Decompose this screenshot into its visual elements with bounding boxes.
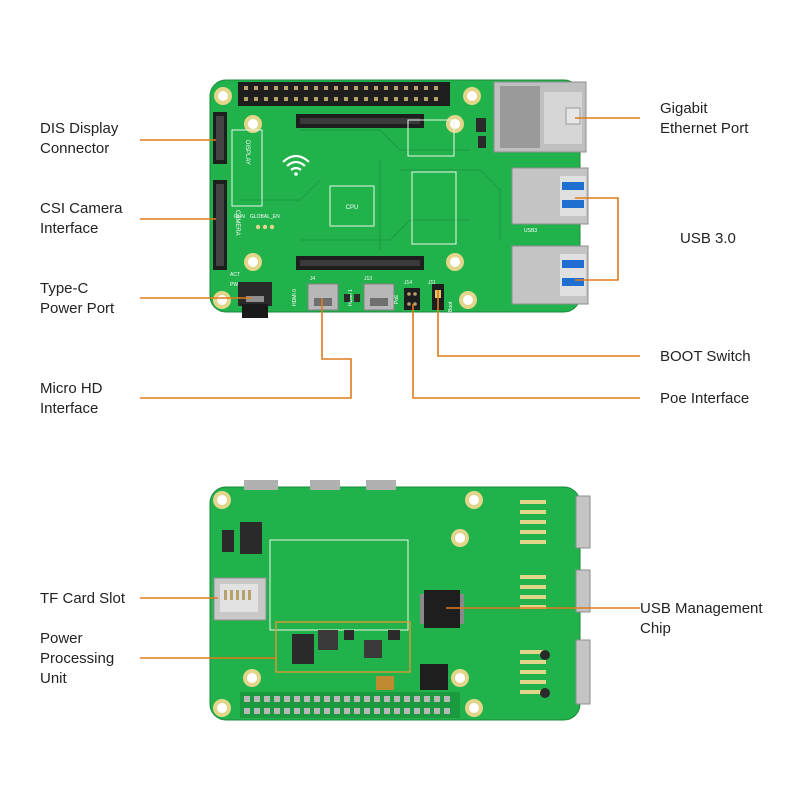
silk-boot: Boot — [448, 301, 454, 312]
cpu-area: CPU — [329, 185, 375, 227]
leader-lines — [140, 117, 640, 659]
silk-pwr: PWR — [230, 282, 242, 288]
micro-hd-port-1 — [363, 283, 395, 311]
label-poe-interface: Poe Interface — [660, 390, 750, 407]
gpio-header — [238, 82, 450, 106]
silk-j11: J11 — [428, 280, 436, 286]
wifi-icon — [282, 154, 310, 176]
silk-j4: J4 — [310, 276, 316, 282]
usb3-lower-port — [511, 245, 589, 305]
power-processing-unit — [275, 621, 411, 673]
leader-boot — [437, 290, 640, 357]
silk-usb3: USB3 — [524, 228, 537, 234]
type-c-port — [238, 282, 272, 318]
silk-run: RUN — [234, 214, 245, 220]
top-board: DISPLAY CAMERA CPU RUN GLOBAL_EN — [209, 79, 589, 318]
gpio-pins-bottom — [240, 692, 460, 718]
silk-hdmi0: HDMI 0 — [292, 289, 298, 306]
silk-j14: J14 — [404, 280, 412, 286]
mounting-hole — [213, 491, 483, 717]
tf-card-slot — [213, 577, 267, 621]
label-tf-card-slot: TF Card Slot — [40, 590, 126, 607]
silk-display: DISPLAY — [244, 140, 250, 165]
silk-camera: CAMERA — [234, 210, 240, 236]
display-connector: DISPLAY — [213, 112, 250, 165]
silk-cpu: CPU — [346, 205, 359, 211]
silk-j13: J13 — [364, 276, 372, 282]
ethernet-port — [493, 81, 587, 153]
silk-global-en: GLOBAL_EN — [250, 214, 280, 220]
label-usb3: USB 3.0 — [680, 230, 736, 247]
leader-micro-hd — [140, 298, 352, 399]
usb-management-chip — [420, 590, 464, 628]
silk-hdmi1: HDMI 1 — [348, 289, 354, 306]
poe-header — [404, 288, 420, 310]
silk-poe: PoE — [394, 294, 400, 304]
leader-usb3 — [575, 197, 619, 281]
label-boot-switch: BOOT Switch — [660, 348, 751, 365]
silk-act: ACT — [230, 272, 240, 278]
leader-poe — [412, 304, 640, 399]
micro-hd-port-0 — [307, 283, 339, 311]
bottom-board — [209, 480, 591, 721]
camera-connector: CAMERA — [213, 180, 240, 270]
usb3-upper-port — [511, 167, 589, 225]
